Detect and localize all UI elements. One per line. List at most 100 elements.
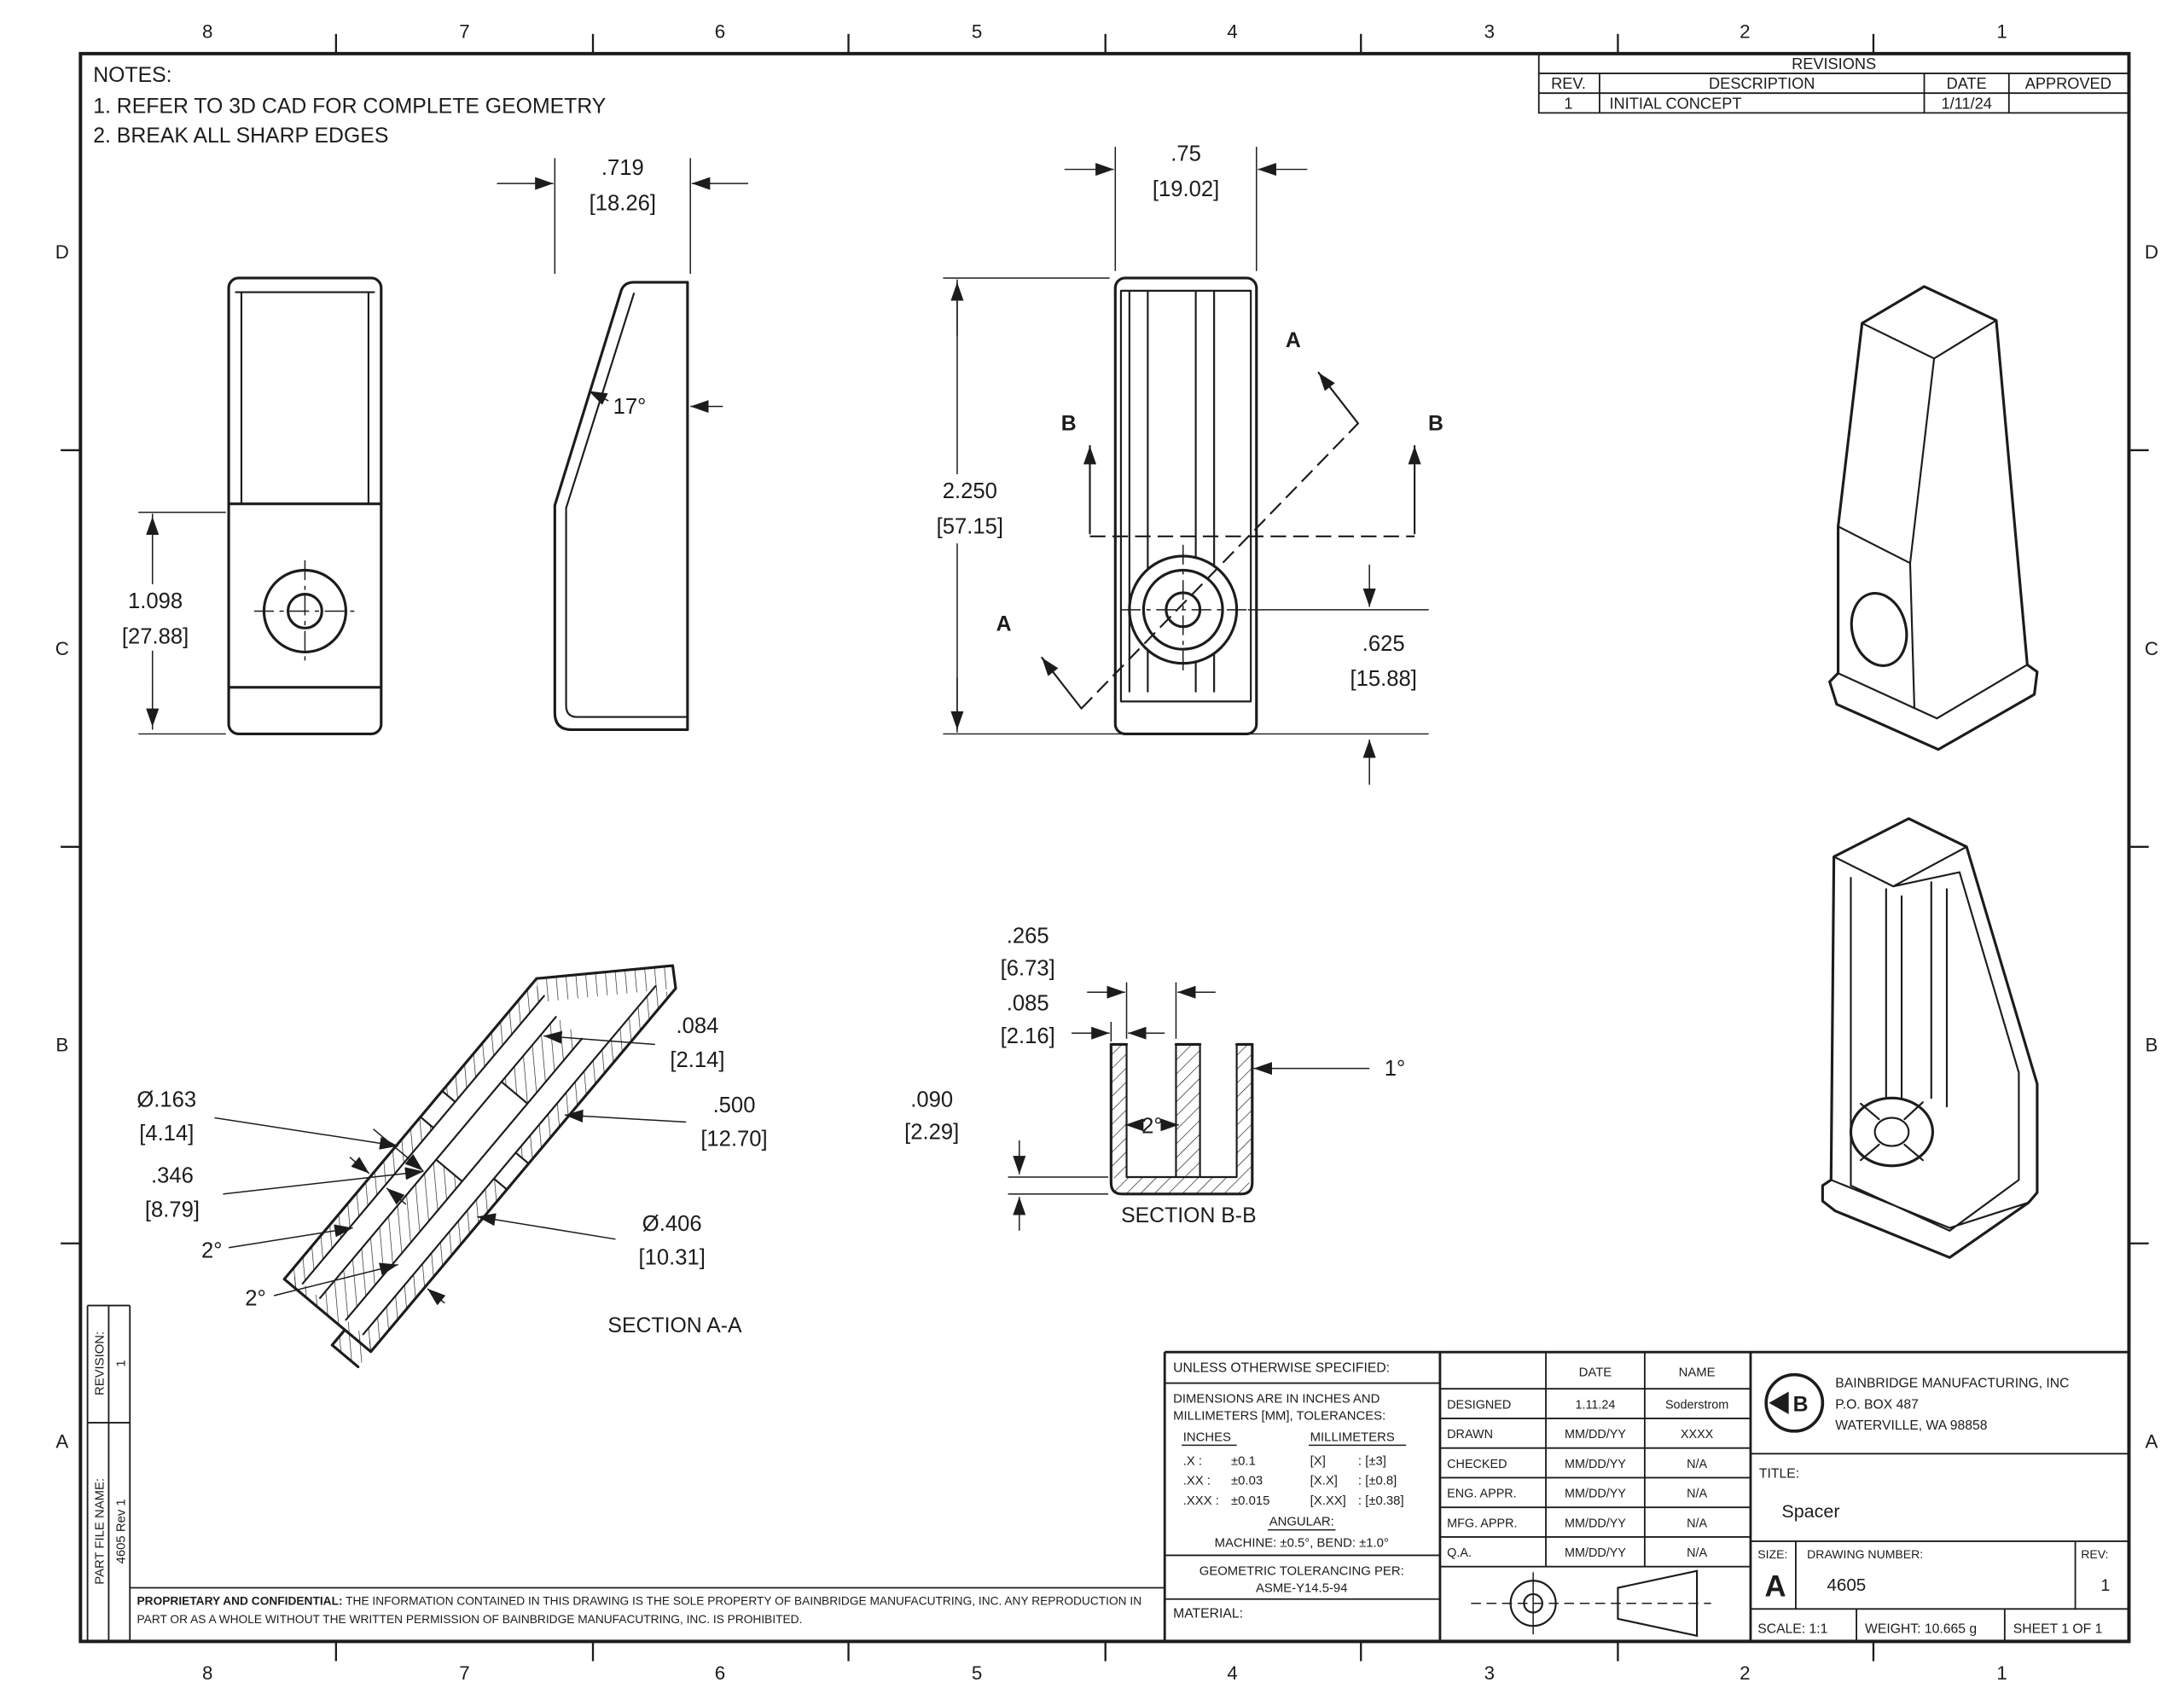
- zone-col-bottom: 8: [202, 1662, 212, 1684]
- tol-header: UNLESS OTHERWISE SPECIFIED:: [1173, 1360, 1390, 1375]
- section-b-marker: B: [1061, 413, 1077, 436]
- section-a-marker: A: [996, 613, 1012, 636]
- dim-hole-dia-mm: [4.14]: [139, 1122, 194, 1146]
- dim-side-depth-mm: [18.26]: [590, 192, 656, 216]
- approval-name: N/A: [1687, 1458, 1707, 1471]
- tol-row-value: : [±3]: [1358, 1455, 1386, 1469]
- approvals-name-header: NAME: [1679, 1366, 1716, 1379]
- tol-dims2: MILLIMETERS [MM], TOLERANCES:: [1173, 1410, 1385, 1424]
- zone-row-left: A: [55, 1431, 68, 1453]
- zone-row-left: B: [55, 1035, 68, 1056]
- dim-hole-position-mm: [15.88]: [1350, 667, 1417, 691]
- zone-row-right: C: [2145, 638, 2158, 659]
- title-label: TITLE:: [1759, 1466, 1799, 1481]
- zone-col-bottom: 1: [1996, 1662, 2007, 1684]
- zone-row-left: C: [55, 638, 69, 659]
- dim-b-slot-mm: [6.73]: [1001, 956, 1055, 980]
- logo-letter: B: [1793, 1394, 1809, 1417]
- size-label: SIZE:: [1757, 1547, 1787, 1561]
- tol-mm-header: MILLIMETERS: [1310, 1430, 1395, 1444]
- zone-row-left: D: [55, 241, 69, 263]
- zone-col-top: 5: [972, 21, 982, 43]
- weight-value: WEIGHT: 10.665 g: [1865, 1621, 1977, 1636]
- dim-b-slot-in: .265: [1007, 924, 1049, 948]
- rev-value: 1: [2100, 1576, 2110, 1595]
- sheet-border: 8 7 6 5 4 3 2 1 8 7 6 5 4 3 2 1 D C B A …: [55, 21, 2158, 1684]
- part-title: Spacer: [1781, 1501, 1839, 1522]
- proprietary-body: THE INFORMATION CONTAINED IN THIS DRAWIN…: [136, 1593, 1142, 1626]
- tol-row-value: ±0.1: [1231, 1455, 1256, 1469]
- tol-row-label: [X]: [1310, 1455, 1326, 1469]
- zone-col-top: 7: [459, 21, 469, 43]
- dim-wall-in: .084: [677, 1014, 719, 1038]
- section-a-view: Ø.163 [4.14] .346 [8.79] 2° 2° .084 [2.1…: [136, 964, 768, 1369]
- proprietary-lead: PROPRIETARY AND CONFIDENTIAL:: [136, 1593, 343, 1608]
- tol-geo2: ASME-Y14.5-94: [1256, 1581, 1347, 1595]
- company-address1: P.O. BOX 487: [1835, 1397, 1919, 1412]
- approval-name: XXXX: [1681, 1428, 1714, 1441]
- tol-row-label: .XX :: [1183, 1475, 1211, 1488]
- section-b-marker: B: [1428, 413, 1443, 436]
- dim-front-height-in: 1.098: [128, 589, 183, 613]
- zone-col-top: 8: [202, 21, 212, 43]
- dim-b-wall-mm: [2.16]: [1001, 1024, 1055, 1048]
- dim-depth-in: .346: [151, 1164, 194, 1188]
- revisions-col-desc: DESCRIPTION: [1709, 75, 1815, 92]
- notes-block: NOTES: 1. REFER TO 3D CAD FOR COMPLETE G…: [93, 64, 606, 148]
- margin-strip: REVISION: 1 PART FILE NAME: 4605 Rev 1 P…: [86, 1304, 1165, 1642]
- zone-col-bottom: 4: [1227, 1662, 1237, 1684]
- approval-name: N/A: [1687, 1488, 1707, 1501]
- zone-col-bottom: 2: [1740, 1662, 1750, 1684]
- projection-symbol-icon: [1471, 1569, 1711, 1638]
- zone-col-top: 6: [715, 21, 725, 43]
- zone-col-top: 4: [1227, 21, 1237, 43]
- strip-part-file-value: 4605 Rev 1: [114, 1499, 128, 1563]
- tol-angular-header: ANGULAR:: [1269, 1516, 1334, 1529]
- section-b-view: .265 [6.73] .085 [2.16] .090 [2.29] 1° 2…: [904, 924, 1405, 1231]
- zone-row-right: A: [2145, 1431, 2158, 1453]
- isometric-view-top: [1828, 285, 2039, 751]
- approval-date: MM/DD/YY: [1565, 1517, 1626, 1530]
- dim-slot-in: .500: [713, 1093, 756, 1117]
- zone-col-top: 3: [1484, 21, 1495, 43]
- tol-row-label: .XXX :: [1183, 1494, 1219, 1508]
- approval-role: ENG. APPR.: [1447, 1488, 1516, 1501]
- section-b-label: SECTION B-B: [1121, 1204, 1257, 1227]
- zone-col-bottom: 3: [1484, 1662, 1495, 1684]
- section-a-marker: A: [1286, 329, 1301, 352]
- dim-main-height-in: 2.250: [943, 479, 997, 503]
- revision-date: 1/11/24: [1941, 95, 1991, 112]
- revisions-col-date: DATE: [1947, 75, 1987, 92]
- dim-depth-mm: [8.79]: [145, 1198, 200, 1221]
- dim-front-height-mm: [27.88]: [122, 625, 189, 649]
- approval-role: MFG. APPR.: [1447, 1517, 1517, 1530]
- size-value: A: [1765, 1570, 1786, 1603]
- dim-main-width-mm: [19.02]: [1153, 177, 1219, 201]
- approval-name: Soderstrom: [1665, 1398, 1728, 1412]
- proprietary-text: PROPRIETARY AND CONFIDENTIAL: THE INFORM…: [137, 1592, 1157, 1628]
- approval-date: MM/DD/YY: [1565, 1546, 1626, 1560]
- scale-value: SCALE: 1:1: [1757, 1621, 1827, 1636]
- dim-b-angle-right: 1°: [1385, 1057, 1406, 1081]
- dim-b-angle-mid: 2°: [1141, 1115, 1163, 1139]
- revision-rev: 1: [1564, 95, 1572, 112]
- zone-col-bottom: 5: [972, 1662, 982, 1684]
- title-block: UNLESS OTHERWISE SPECIFIED: DIMENSIONS A…: [1163, 1350, 2129, 1642]
- isometric-view-bottom: [1821, 817, 2039, 1259]
- revision-desc: INITIAL CONCEPT: [1609, 95, 1741, 112]
- proprietary-note: PROPRIETARY AND CONFIDENTIAL: THE INFORM…: [137, 1592, 1157, 1628]
- approval-role: Q.A.: [1447, 1546, 1472, 1560]
- approval-date: 1.11.24: [1575, 1398, 1615, 1412]
- front-view: 1.098 [27.88]: [119, 276, 383, 736]
- tol-row-label: .X :: [1183, 1455, 1202, 1469]
- drawing-number-value: 4605: [1827, 1575, 1866, 1595]
- dim-cbore-in: Ø.406: [642, 1212, 702, 1236]
- section-a-label: SECTION A-A: [607, 1314, 742, 1337]
- tol-row-label: [X.X]: [1310, 1475, 1338, 1488]
- revisions-col-rev: REV.: [1551, 75, 1586, 92]
- approval-name: N/A: [1687, 1546, 1707, 1560]
- rev-label: REV:: [2081, 1547, 2108, 1561]
- dim-cbore-mm: [10.31]: [639, 1246, 706, 1270]
- company-address2: WATERVILLE, WA 98858: [1835, 1418, 1987, 1433]
